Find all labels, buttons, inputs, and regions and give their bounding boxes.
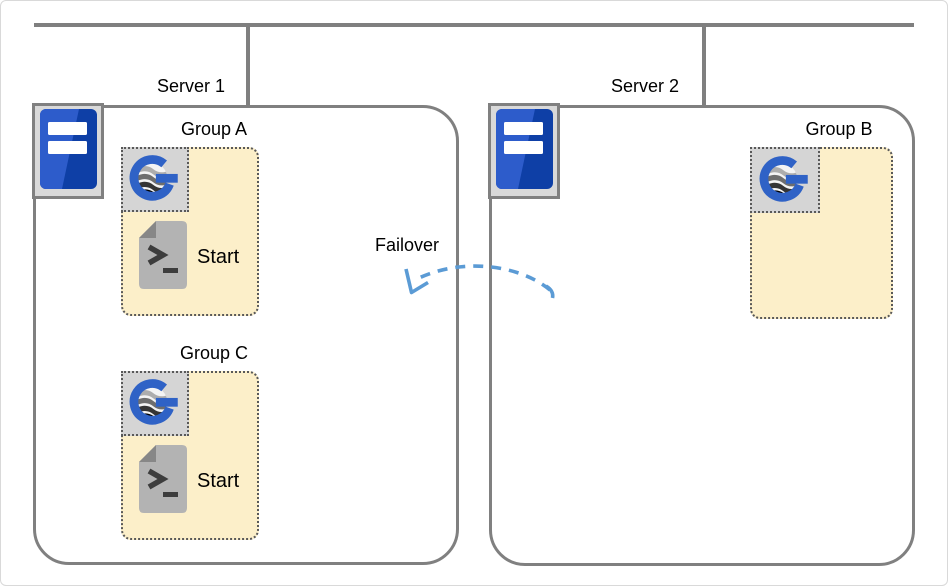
group-a-resource-box [121, 147, 189, 212]
group-c-label: Group C [179, 343, 249, 363]
globe-g-logo-icon [127, 149, 183, 210]
server-tower-icon [495, 108, 553, 194]
group-a-start-label: Start [197, 246, 240, 268]
group-c-resource-box [121, 371, 189, 436]
failover-label: Failover [374, 235, 440, 255]
server2-drop-line [702, 25, 706, 107]
server2-label: Server 2 [610, 76, 680, 96]
network-bus-line [34, 23, 914, 27]
server1-label: Server 1 [156, 76, 226, 96]
server2-box [489, 105, 915, 566]
server-tower-icon [39, 108, 97, 194]
group-c-start-label: Start [197, 470, 240, 492]
server1-drop-line [246, 25, 250, 105]
group-b-label: Group B [805, 119, 873, 139]
server2-chassis [488, 103, 560, 199]
start-script-icon [139, 221, 187, 294]
server1-box [33, 105, 459, 565]
start-script-icon [139, 445, 187, 518]
server1-chassis [32, 103, 104, 199]
globe-g-logo-icon [127, 373, 183, 434]
group-b-resource-box [750, 147, 820, 213]
group-a-label: Group A [180, 119, 248, 139]
globe-g-logo-icon [757, 150, 813, 211]
